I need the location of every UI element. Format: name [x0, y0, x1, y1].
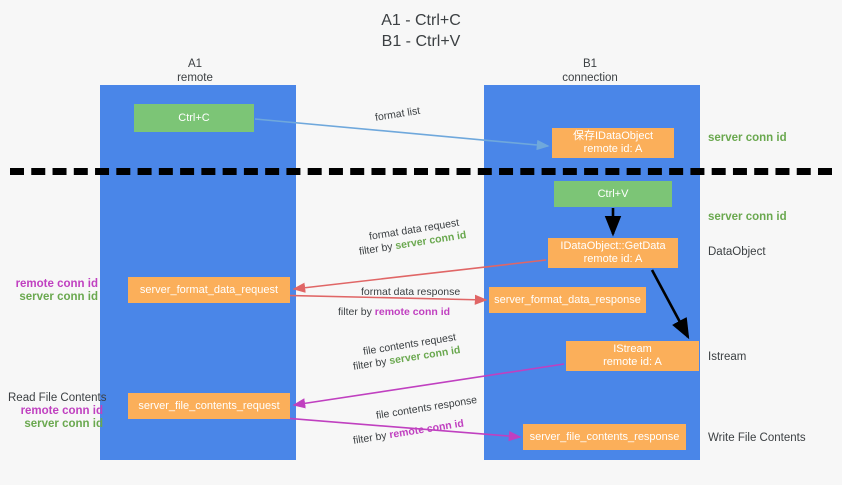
label-istream: Istream: [708, 351, 747, 363]
label-read-file-contents: Read File Contents: [8, 392, 107, 404]
filter-prefix: filter by: [358, 240, 397, 258]
filter-prefix: filter by: [352, 355, 391, 373]
edge-label-format-data-response-filter: filter by remote conn id: [338, 305, 450, 319]
node-idataobject-getdata[interactable]: IDataObject::GetData remote id: A: [548, 238, 678, 268]
label-write-file-contents: Write File Contents: [708, 432, 806, 444]
filter-prefix: filter by: [352, 429, 391, 447]
dashed-divider: [10, 168, 832, 175]
label-server-conn-id-mid: server conn id: [708, 211, 787, 223]
node-server-format-data-request[interactable]: server_format_data_request: [128, 277, 290, 303]
label-server-conn-id: server conn id: [24, 418, 103, 430]
label-dataobject: DataObject: [708, 246, 766, 258]
node-ctrl-c[interactable]: Ctrl+C: [134, 104, 254, 132]
node-server-format-data-response[interactable]: server_format_data_response: [489, 287, 646, 313]
filter-prefix: filter by: [338, 306, 375, 318]
node-ctrl-v[interactable]: Ctrl+V: [554, 181, 672, 207]
label-remote-conn-id: remote conn id: [15, 278, 98, 290]
label-server-conn-id-top: server conn id: [708, 132, 787, 144]
label-conn-ids-lower: Read File Contents remote conn id server…: [8, 392, 107, 431]
edge-label-format-list: format list: [374, 104, 421, 124]
edge-label-file-contents-response-filter: filter by remote conn id: [352, 416, 465, 447]
page-title: A1 - Ctrl+C B1 - Ctrl+V: [381, 12, 461, 50]
label-remote-conn-id: remote conn id: [20, 405, 103, 417]
edge-label-format-data-response: format data response: [361, 286, 461, 298]
filter-value-remote-conn-id: remote conn id: [374, 306, 451, 318]
column-header-b1: B1 connection: [562, 58, 618, 84]
node-istream[interactable]: IStream remote id: A: [566, 341, 699, 371]
label-server-conn-id: server conn id: [19, 291, 98, 303]
node-server-file-contents-response[interactable]: server_file_contents_response: [523, 424, 686, 450]
label-conn-ids-upper: remote conn id server conn id: [8, 278, 98, 304]
node-idataobject[interactable]: 保存IDataObject remote id: A: [552, 128, 674, 158]
node-server-file-contents-request[interactable]: server_file_contents_request: [128, 393, 290, 419]
filter-value-remote-conn-id: remote conn id: [388, 417, 465, 442]
column-header-a1: A1 remote: [177, 58, 213, 84]
